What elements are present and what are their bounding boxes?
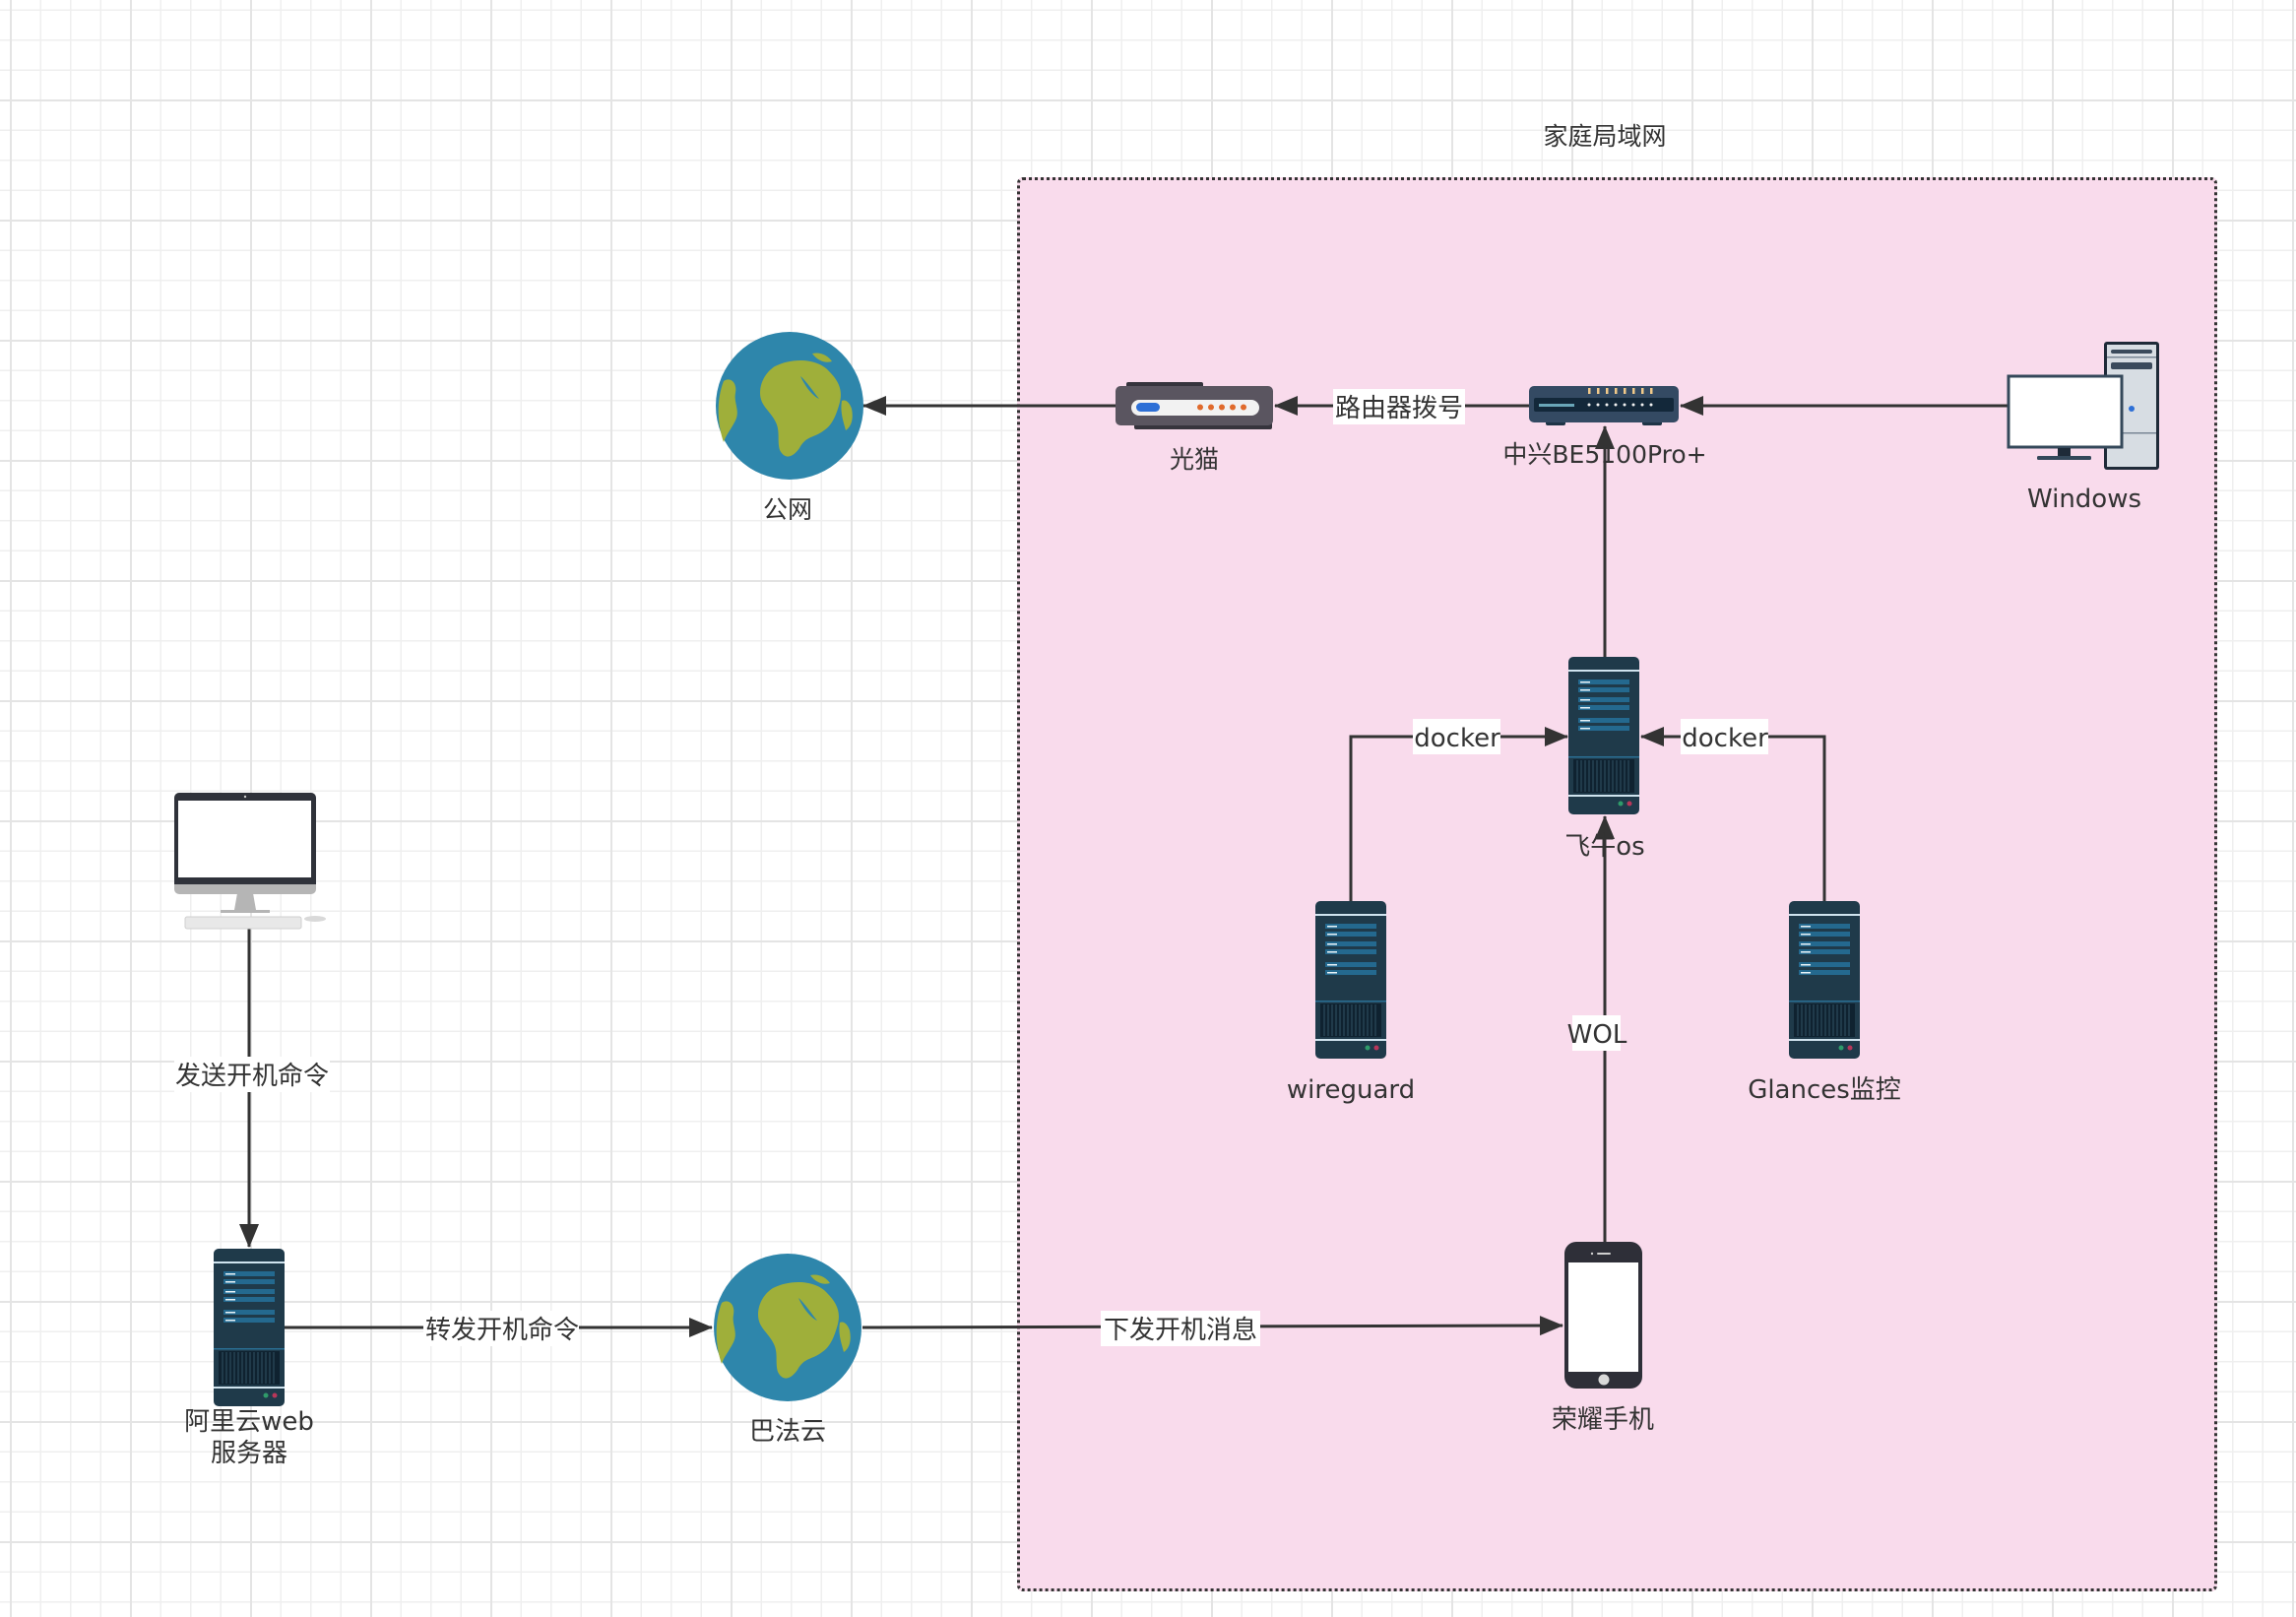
node-phone-label: 荣耀手机	[1552, 1405, 1654, 1435]
node-aliyun-label-line1: 阿里云web	[184, 1407, 314, 1437]
node-modem[interactable]: 光猫	[1116, 382, 1273, 474]
edge-label-deliver-boot: 下发开机消息	[1104, 1316, 1257, 1345]
node-client-pc[interactable]	[174, 793, 326, 930]
edge-label-forward-boot: 转发开机命令	[425, 1316, 579, 1345]
node-fnos-label: 飞牛os	[1564, 832, 1644, 862]
node-bafa[interactable]: 巴法云	[714, 1254, 861, 1447]
edge-label-glances-docker: docker	[1682, 724, 1768, 753]
node-router[interactable]: 中兴BE5100Pro+	[1502, 386, 1707, 469]
edge-wireguard-fnos[interactable]	[1349, 727, 1568, 901]
node-aliyun[interactable]: 阿里云web 服务器	[184, 1249, 314, 1468]
edge-label-wireguard-docker: docker	[1414, 724, 1500, 753]
server-icon	[1315, 901, 1386, 1059]
node-wireguard[interactable]: wireguard	[1287, 901, 1415, 1105]
node-aliyun-label-line2: 服务器	[211, 1439, 287, 1468]
globe-icon	[714, 1254, 861, 1401]
node-internet-label: 公网	[763, 495, 812, 524]
node-modem-label: 光猫	[1170, 445, 1219, 474]
modem-icon	[1116, 382, 1273, 429]
node-phone[interactable]: 荣耀手机	[1552, 1242, 1654, 1435]
node-internet[interactable]: 公网	[716, 332, 863, 524]
edge-label-router-modem: 路由器拨号	[1335, 394, 1463, 423]
edge-label-send-boot: 发送开机命令	[175, 1062, 329, 1091]
desktop-tower-icon	[2007, 342, 2159, 470]
server-icon	[1568, 657, 1639, 814]
node-fnos[interactable]: 飞牛os	[1564, 657, 1645, 862]
imac-icon	[174, 793, 326, 930]
server-icon	[214, 1249, 285, 1406]
group-title: 家庭局域网	[1543, 122, 1666, 151]
globe-icon	[716, 332, 863, 480]
edge-glances-fnos[interactable]	[1640, 727, 1826, 901]
smartphone-icon	[1564, 1242, 1642, 1389]
router-icon	[1529, 386, 1679, 425]
node-glances-label: Glances监控	[1748, 1075, 1901, 1105]
node-bafa-label: 巴法云	[749, 1417, 826, 1447]
server-icon	[1789, 901, 1860, 1059]
node-glances[interactable]: Glances监控	[1748, 901, 1901, 1105]
node-wireguard-label: wireguard	[1287, 1075, 1415, 1105]
node-windows-label: Windows	[2027, 485, 2141, 514]
node-windows[interactable]: Windows	[2007, 342, 2159, 514]
edge-label-wol: WOL	[1567, 1020, 1627, 1050]
node-router-label: 中兴BE5100Pro+	[1502, 440, 1706, 469]
